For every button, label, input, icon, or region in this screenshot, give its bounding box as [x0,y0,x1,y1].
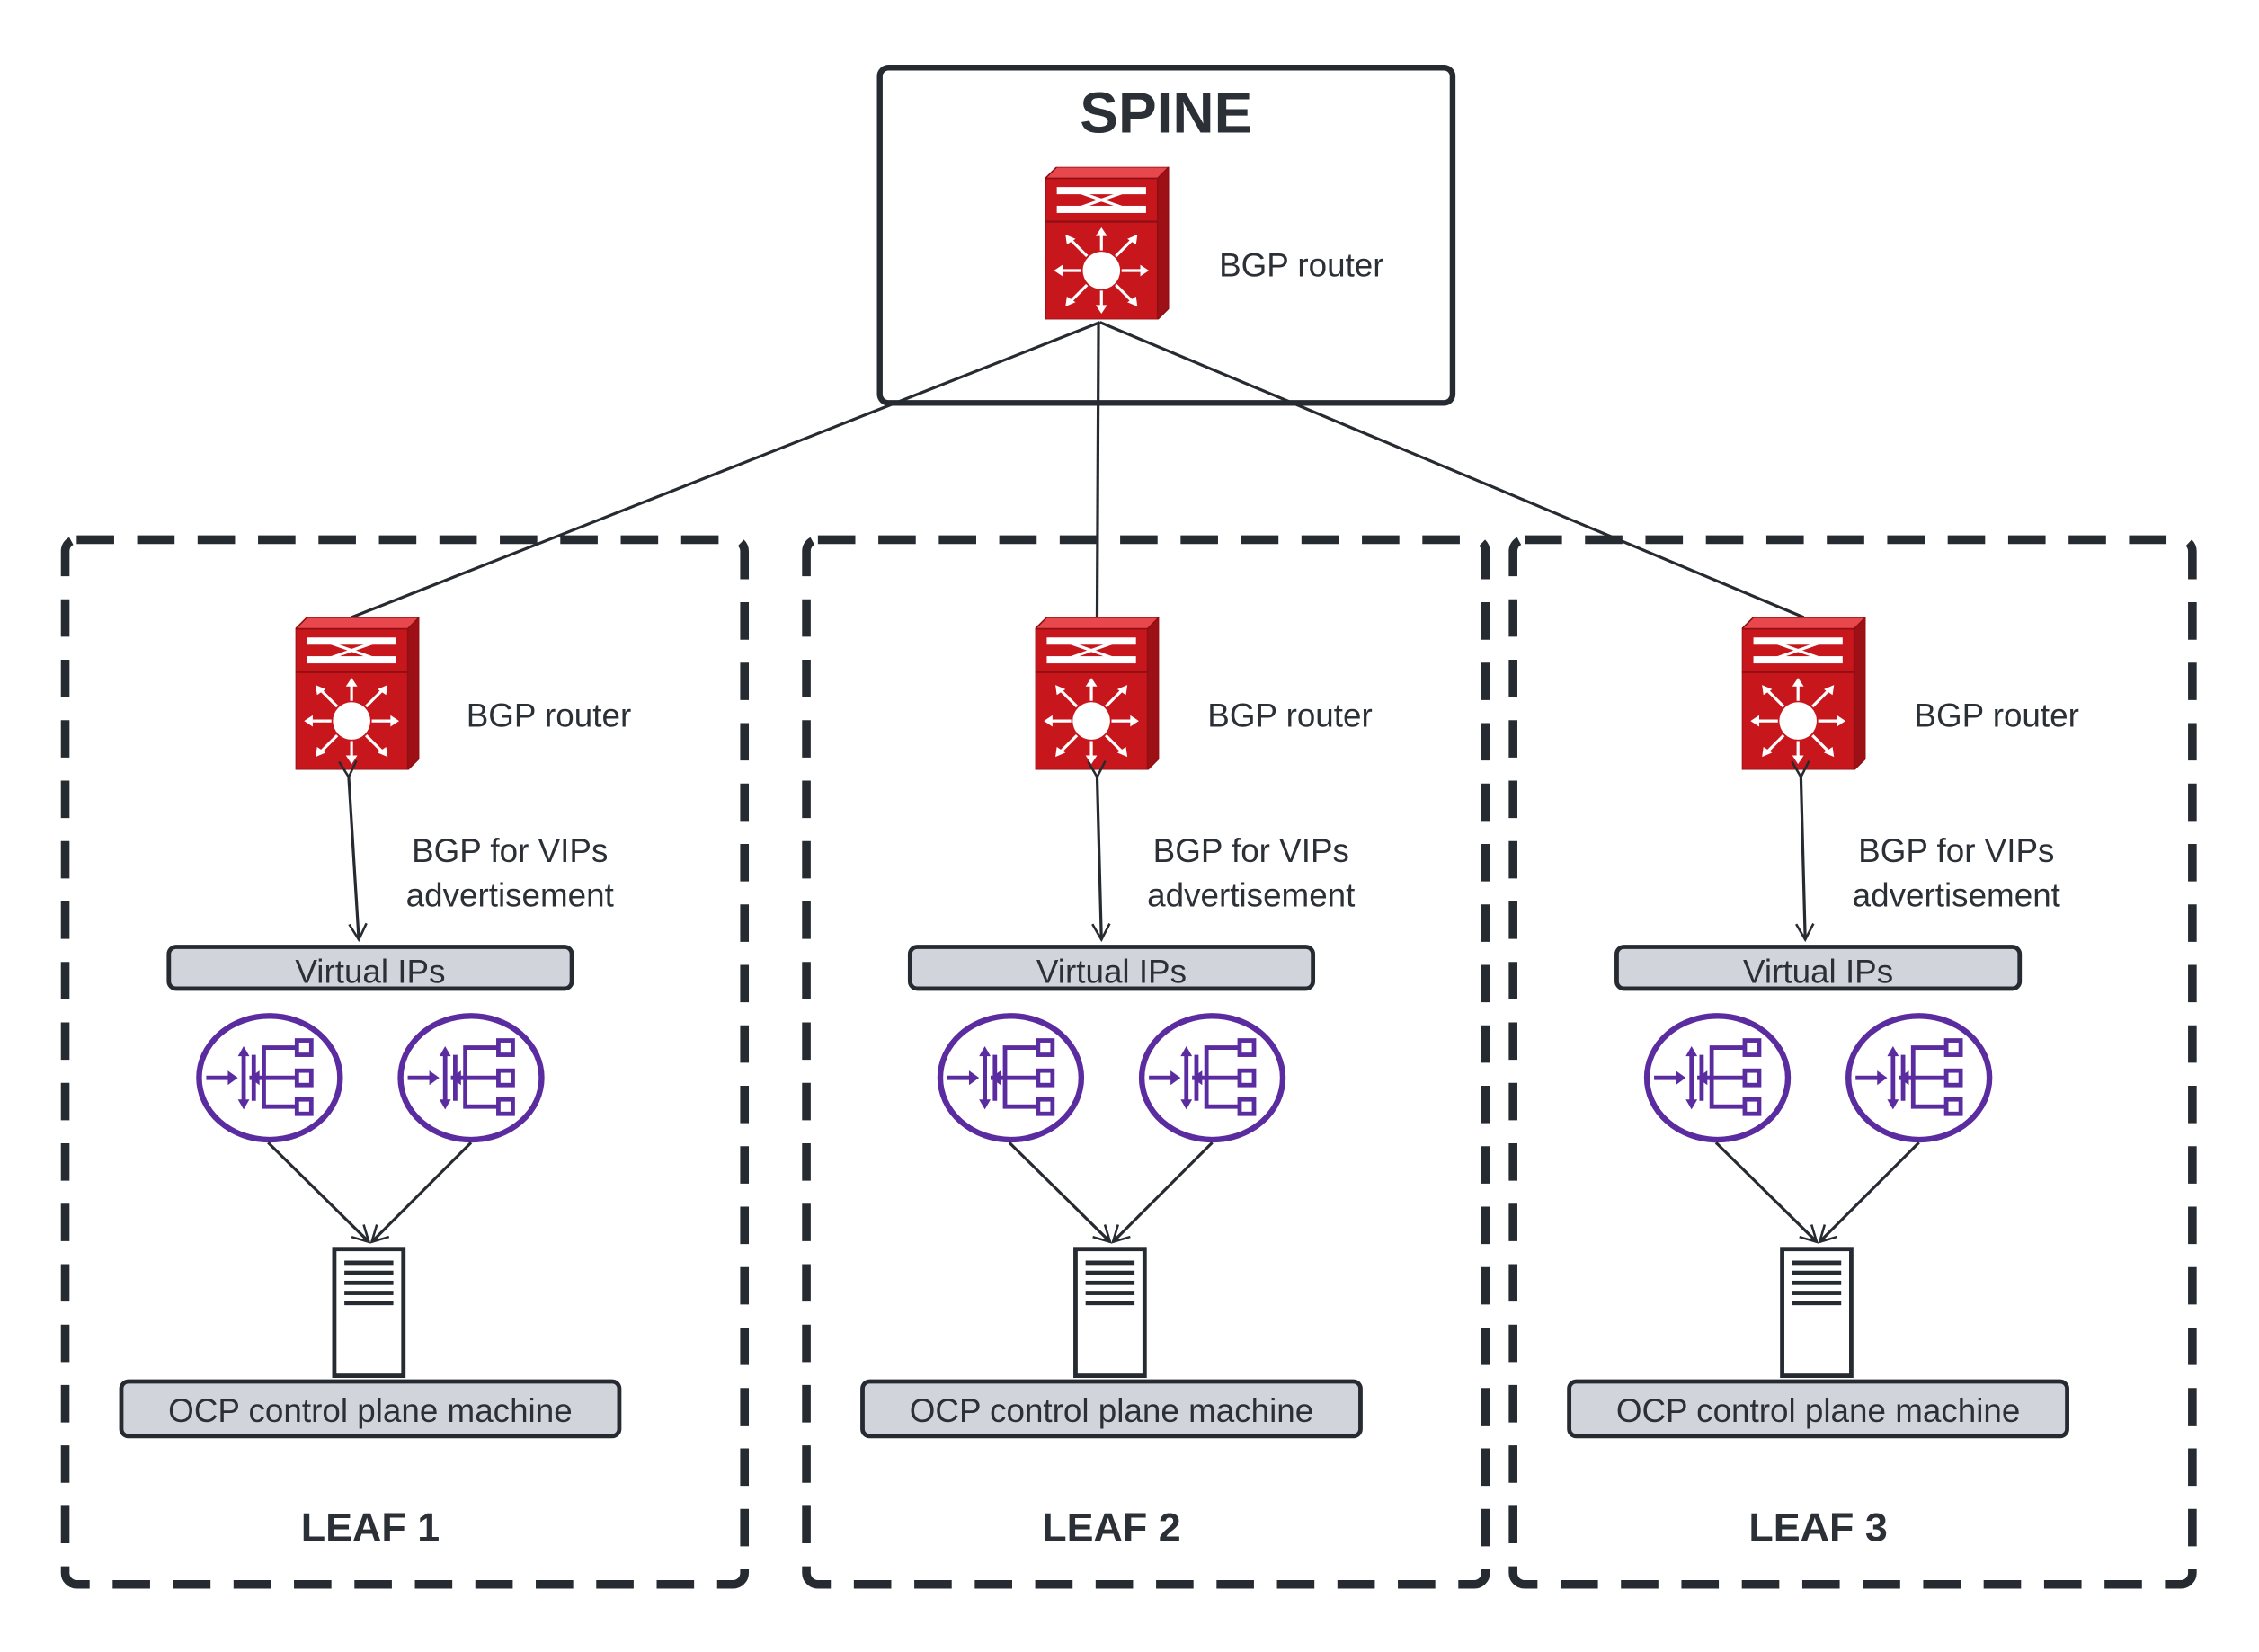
leaf-1-machine-box [119,1379,622,1439]
leaf-1-vip-label: Virtual IPs [295,954,445,990]
leaf-3-router-label: BGP router [1914,697,2078,734]
leaf-1-load-balancer-icon-2 [401,1016,542,1140]
leaf-3-vip-box [1614,945,2023,991]
leaf-2-router-label: BGP router [1207,697,1372,734]
link-spine-leaf1 [351,321,1101,619]
spine-title: SPINE [1080,80,1252,145]
leaf-1-router-icon [295,617,420,770]
leaf-2-title: LEAF 2 [1042,1505,1180,1550]
leaf-1-load-balancer-icon-1 [199,1016,340,1140]
leaf-1-bgp-arrow [338,759,368,943]
leaf-2-bgp-line1: BGP for VIPs [1153,832,1349,869]
leaf-3-machine-label: OCP control plane machine [1616,1392,2021,1429]
leaf-1-bgp-line1: BGP for VIPs [412,832,608,869]
leaf-3-vip-label: Virtual IPs [1743,954,1893,990]
leaf-2-lb2-arrow [1111,1141,1214,1244]
leaf-3-bgp-arrow [1791,760,1815,943]
spine-router-label: BGP router [1219,246,1383,283]
leaf-3-title: LEAF 3 [1748,1505,1887,1550]
leaf-2-router-icon [1035,617,1160,770]
link-spine-leaf3 [1099,321,1805,619]
leaf-2-vip-box [907,945,1316,991]
leaf-2-load-balancer-icon-1 [940,1016,1081,1140]
leaf-3-bgp-line1: BGP for VIPs [1858,832,2054,869]
leaf-2-bgp-line2: advertisement [1147,877,1355,914]
leaf-1-lb2-arrow [369,1141,473,1244]
leaf-1-bgp-line2: advertisement [406,877,614,914]
leaf-2-box [802,535,1490,1589]
leaf-1-title: LEAF 1 [301,1505,440,1550]
link-spine-leaf2 [1095,322,1100,617]
leaf-3-load-balancer-icon-2 [1848,1016,1989,1140]
leaf-2-bgp-arrow [1087,760,1111,943]
leaf-3: BGP router BGP for VIPs advertisement Vi… [1508,535,2197,1589]
leaf-3-box [1508,535,2197,1589]
leaf-2-load-balancer-icon-2 [1142,1016,1283,1140]
leaf-1-router-label: BGP router [467,697,631,734]
leaf-2-machine-label: OCP control plane machine [910,1392,1314,1429]
spine-group: SPINE BGP router [876,65,1456,406]
leaf-3-lb1-arrow [1714,1141,1819,1244]
leaf-2: BGP router BGP for VIPs advertisement Vi… [802,535,1490,1589]
leaf-3-lb2-arrow [1818,1141,1920,1244]
spine-links [351,321,1805,619]
spine-router-icon [1045,166,1170,320]
leaf-2-lb1-arrow [1008,1141,1112,1244]
leaf-2-machine-box [860,1379,1363,1439]
leaf-3-router-icon [1741,617,1866,770]
leaf-2-vip-label: Virtual IPs [1036,954,1187,990]
leaf-1-server-icon [334,1249,404,1376]
leaf-3-load-balancer-icon-1 [1647,1016,1788,1140]
leaf-1: BGP router BGP for VIPs advertisement Vi… [60,535,750,1589]
leaf-3-bgp-line2: advertisement [1853,877,2060,914]
leaf-1-box [60,535,750,1589]
leaf-1-lb1-arrow [267,1141,371,1244]
leaf-3-server-icon [1783,1249,1852,1376]
leaf-1-machine-label: OCP control plane machine [168,1392,573,1429]
leaf-3-machine-box [1567,1379,2069,1439]
leaf-1-vip-box [166,945,574,991]
leaf-2-server-icon [1075,1249,1144,1376]
